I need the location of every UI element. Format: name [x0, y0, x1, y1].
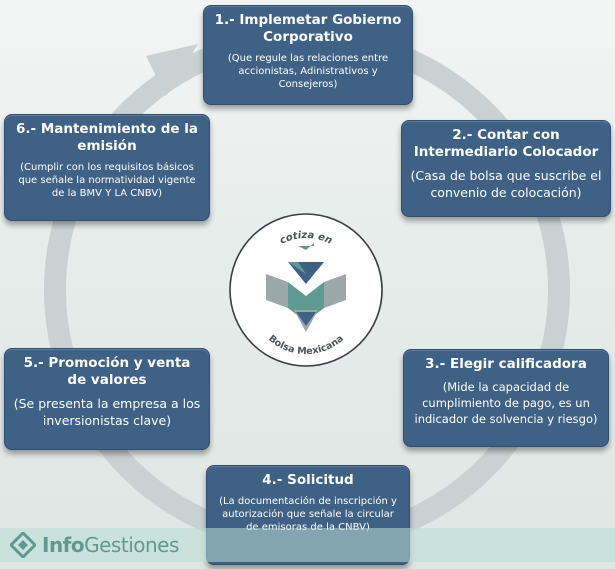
step-2-box: 2.- Contar con Intermediario Colocador (…: [401, 120, 611, 217]
step-5-box: 5.- Promoción y venta de valores (Se pre…: [4, 348, 210, 450]
brand-watermark-bar: [0, 528, 615, 562]
step-3-description: (Mide la capacidad de cumplimiento de pa…: [414, 380, 598, 426]
step-4-title: 4.- Solicitud: [262, 472, 354, 488]
logo-mark: [266, 262, 346, 332]
step-2-title: 2.- Contar con Intermediario Colocador: [413, 127, 599, 160]
step-6-box: 6.- Mantenimiento de la emisión (Cumplir…: [4, 114, 210, 221]
step-3-box: 3.- Elegir calificadora (Mide la capacid…: [403, 349, 609, 447]
brand-name: InfoGestiones: [42, 533, 179, 557]
brand-name-part2: Gestiones: [84, 533, 179, 557]
cycle-arrow-head: [146, 44, 198, 96]
step-5-title: 5.- Promoción y venta de valores: [23, 355, 191, 388]
brand-watermark: InfoGestiones: [10, 528, 179, 562]
step-3-title: 3.- Elegir calificadora: [425, 356, 587, 372]
logo-check-mark: [298, 243, 314, 250]
step-1-title: 1.- Implemetar Gobierno Corporativo: [214, 12, 402, 45]
step-2-description: (Casa de bolsa que suscribe el convenio …: [410, 168, 602, 200]
infogestiones-logo-icon: [10, 532, 36, 558]
step-1-description: (Que regule las relaciones entre accioni…: [227, 53, 389, 90]
step-4-description: (La documentación de inscripción y autor…: [219, 496, 397, 533]
step-6-description: (Cumplir con los requisitos básicos que …: [18, 162, 196, 199]
brand-name-part1: Info: [42, 533, 85, 557]
step-5-description: (Se presenta la empresa a los inversioni…: [13, 396, 201, 428]
step-6-title: 6.- Mantenimiento de la emisión: [16, 121, 198, 154]
step-1-box: 1.- Implemetar Gobierno Corporativo (Que…: [203, 5, 413, 105]
bmv-logo: cotiza en Bolsa Mexicana: [229, 213, 383, 367]
